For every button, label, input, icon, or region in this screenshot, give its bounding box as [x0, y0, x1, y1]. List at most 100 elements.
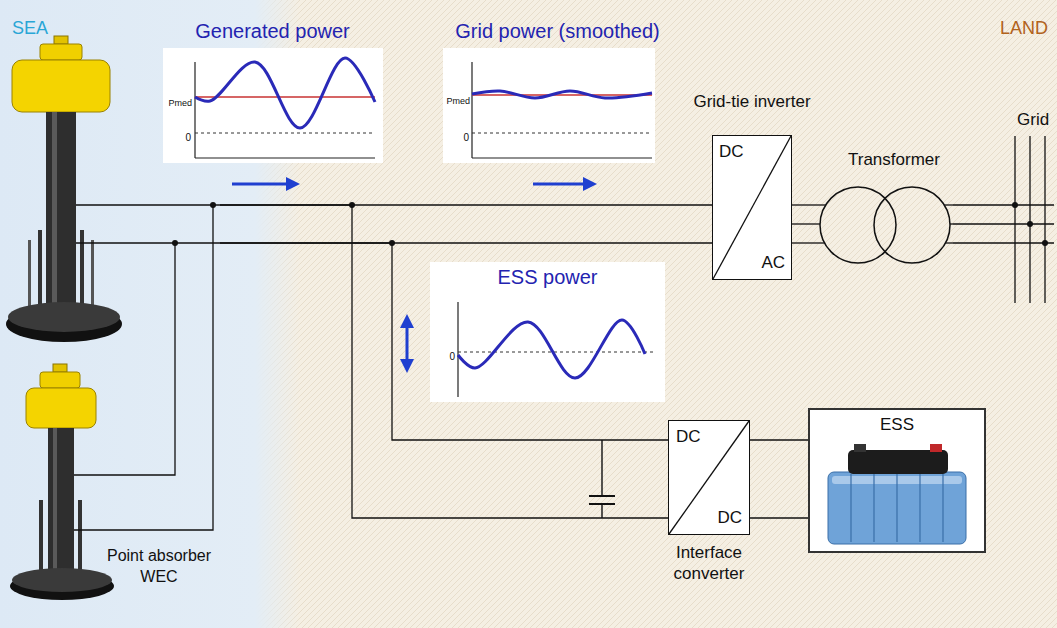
storage-box: ESS — [808, 408, 986, 553]
terminal — [854, 444, 866, 452]
buoy-cap — [40, 372, 80, 388]
text-slot: Interface converter — [648, 542, 770, 584]
port-label: DC — [676, 427, 701, 447]
grid-bar — [1014, 136, 1015, 303]
wec-wire — [74, 243, 175, 475]
box-heading: ESS — [880, 415, 914, 435]
wire-stub — [818, 204, 826, 205]
converter-box: DCDCInterface converter — [668, 420, 750, 535]
text-slot: 0 — [430, 346, 455, 364]
wire — [953, 242, 1006, 243]
wec-rod — [38, 230, 42, 310]
wec-rod — [91, 240, 94, 310]
terminal — [930, 444, 942, 452]
flow-arrowhead — [583, 177, 597, 191]
axis-label: Pmed — [168, 98, 192, 108]
axis-label: 0 — [463, 132, 469, 144]
text-slot: Pmed — [440, 90, 470, 108]
wire — [792, 223, 818, 224]
flow-arrowhead — [400, 359, 414, 373]
cell-divider — [873, 474, 874, 542]
wec-pole — [48, 428, 74, 570]
buoy-knob — [53, 364, 67, 372]
zero-line — [458, 352, 655, 353]
wec-rod — [39, 500, 43, 572]
transformer-symbol: Transformer — [818, 150, 953, 265]
buoy-float — [12, 60, 110, 112]
junction-dot — [210, 202, 216, 208]
zero-line — [472, 133, 652, 134]
flow-arrow — [533, 183, 585, 186]
component-label: Grid — [1017, 110, 1049, 130]
text-slot: Transformer — [848, 150, 940, 170]
module-body — [828, 472, 966, 544]
cell-divider — [896, 474, 897, 542]
flow-arrow — [406, 326, 409, 361]
text-slot: ESS power — [430, 266, 665, 289]
capacitor-lead — [601, 440, 602, 496]
port-label: AC — [761, 253, 785, 273]
wire-connector — [220, 205, 668, 518]
power-chart: ESS power 0 — [430, 262, 665, 402]
text-slot: Grid-tie inverter — [692, 92, 812, 112]
text-slot: Grid — [1017, 110, 1049, 130]
wire — [953, 223, 1006, 224]
chart-axis — [194, 62, 195, 158]
wire — [792, 242, 818, 243]
mean-line — [195, 96, 375, 97]
box-heading: Interface converter — [648, 542, 770, 584]
capacitor-plate — [589, 495, 615, 497]
chart-title: Generated power — [195, 20, 350, 43]
wec-rod — [80, 230, 84, 310]
converter-diagonal — [669, 421, 749, 534]
wec-label: Point absorber WEC — [100, 545, 218, 587]
cell-divider — [850, 474, 851, 542]
wec-pole — [46, 112, 76, 308]
box-heading: Grid-tie inverter — [693, 92, 810, 112]
wire-connector — [792, 205, 818, 243]
wire — [750, 439, 808, 440]
power-chart: Grid power (smoothed) Pmed 0 — [440, 18, 675, 165]
wire-stub — [818, 242, 825, 243]
text-slot: DC — [676, 427, 701, 447]
junction-dot — [172, 240, 178, 246]
junction-dot — [1042, 240, 1048, 246]
zero-line — [195, 133, 375, 134]
text-slot: 0 — [440, 127, 469, 145]
transformer-winding — [874, 187, 950, 263]
wire-stub — [818, 223, 820, 224]
power-curve — [472, 91, 652, 98]
junction-dot — [1012, 202, 1018, 208]
wire — [792, 204, 818, 205]
wec-rod — [28, 240, 31, 310]
wire-stub — [950, 223, 953, 224]
mean-line — [472, 94, 652, 95]
port-label: DC — [717, 508, 742, 528]
wec-rod — [78, 500, 82, 572]
region-label: SEA — [12, 18, 48, 39]
wire — [750, 517, 808, 518]
node-graphic — [1006, 108, 1054, 303]
wire — [220, 243, 668, 440]
component-label: Transformer — [848, 150, 940, 170]
buoy-float — [26, 388, 96, 428]
heave-plate-top — [12, 568, 112, 592]
wire-connector — [750, 440, 808, 518]
axis-label: 0 — [185, 132, 191, 144]
text-slot: DC — [719, 142, 744, 162]
power-curve — [458, 320, 645, 378]
wire-stub — [945, 242, 953, 243]
grid-bar — [1044, 136, 1045, 303]
wec-pole-highlight — [53, 428, 57, 570]
chart-panel — [430, 262, 665, 402]
wire-stub — [944, 204, 953, 205]
text-slot: Grid power (smoothed) — [440, 20, 675, 43]
module-lid — [848, 450, 948, 474]
wire-connector — [953, 205, 1006, 243]
chart-panel — [163, 48, 383, 163]
grid-bus: Grid — [1006, 108, 1054, 303]
converter-diagonal — [713, 136, 791, 279]
chart-title: ESS power — [497, 266, 597, 289]
